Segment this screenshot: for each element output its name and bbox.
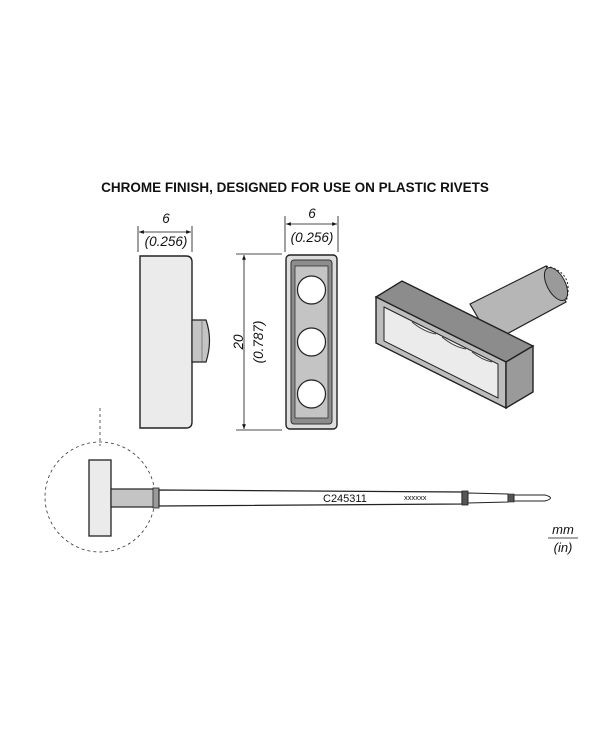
- cartridge-view: C245311 xxxxxx: [44, 408, 551, 553]
- rivet-cup-top: [296, 275, 327, 305]
- cartridge-tip-block: [88, 459, 112, 537]
- cartridge-tip-end: [513, 494, 551, 502]
- unit-metric: mm: [552, 522, 574, 537]
- height-mm: 20: [231, 334, 246, 351]
- side-width-mm: 6: [162, 211, 170, 226]
- cartridge-model: C245311: [323, 493, 367, 505]
- tip-side-stem: [191, 319, 211, 363]
- isometric-view: [374, 265, 569, 410]
- drawing-title: CHROME FINISH, DESIGNED FOR USE ON PLAST…: [101, 180, 489, 195]
- side-view: 6 (0.256): [137, 211, 211, 429]
- front-width-in: (0.256): [291, 230, 334, 245]
- units-legend: mm (in): [548, 522, 578, 555]
- iso-block-side: [505, 344, 534, 410]
- front-width-mm: 6: [308, 206, 316, 221]
- tip-side-body: [139, 255, 193, 429]
- front-view: 6 (0.256) 20 (0.787): [231, 206, 339, 431]
- rivet-cup-middle: [296, 327, 327, 357]
- unit-imperial: (in): [554, 540, 573, 555]
- cartridge-serial: xxxxxx: [404, 493, 427, 502]
- iso-cavity: [383, 306, 499, 399]
- cartridge-band: [461, 490, 469, 506]
- rivet-cup-bottom: [296, 379, 327, 409]
- side-width-in: (0.256): [145, 234, 188, 249]
- height-in: (0.787): [251, 321, 266, 364]
- cartridge-pin: [467, 492, 509, 504]
- cartridge-tip-stem: [110, 488, 158, 508]
